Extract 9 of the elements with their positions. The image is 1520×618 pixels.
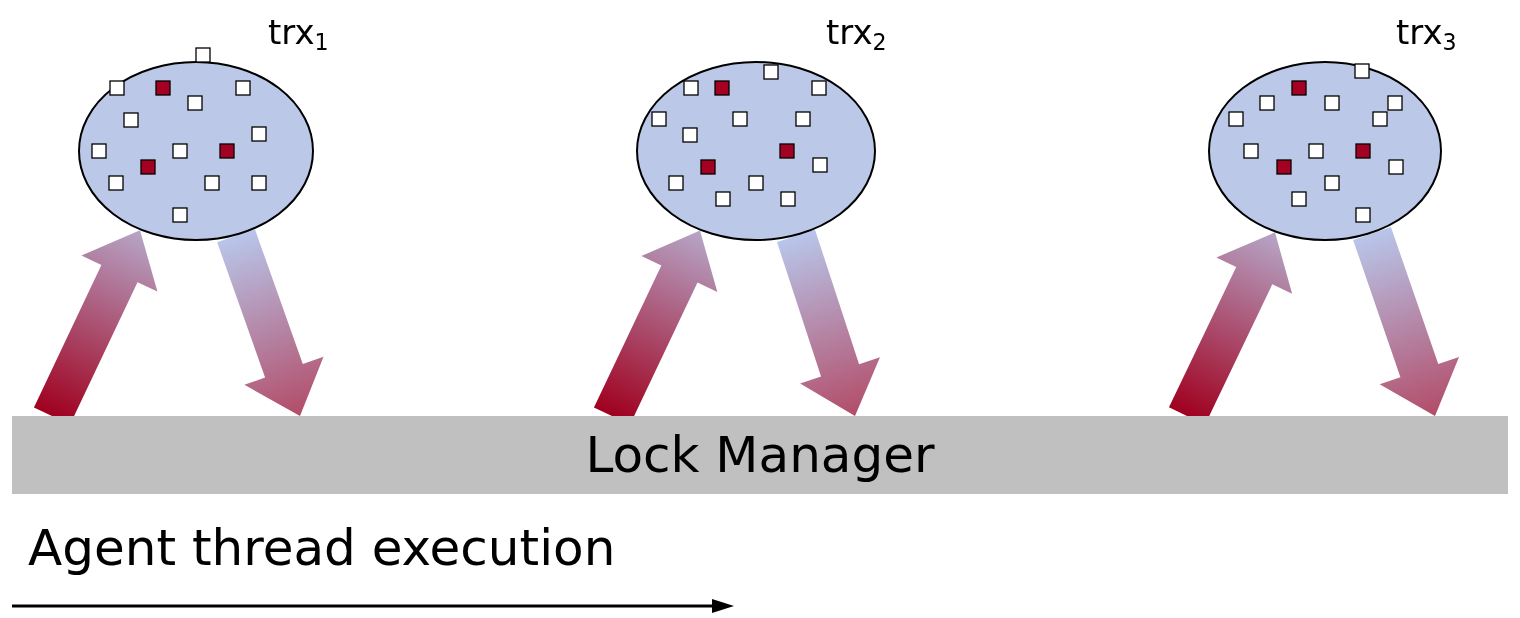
block-arrow bbox=[777, 229, 880, 416]
transaction-label: trx$_{1}$ bbox=[268, 12, 329, 57]
block-arrow bbox=[1353, 226, 1460, 416]
lock-manager-bar bbox=[12, 416, 1508, 494]
bar-title: Lock Manager bbox=[585, 426, 935, 484]
transaction-label: trx$_{2}$ bbox=[826, 12, 887, 57]
transaction-label: trx$_{3}$ bbox=[1396, 12, 1457, 57]
timeline-label: Agent thread execution bbox=[28, 518, 616, 579]
block-arrow bbox=[217, 229, 324, 416]
